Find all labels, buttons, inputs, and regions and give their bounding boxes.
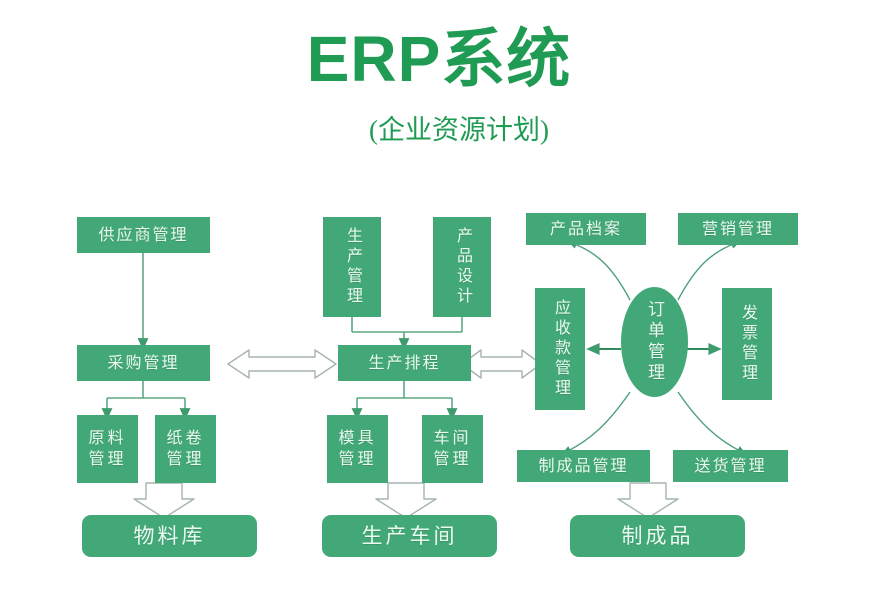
node-invoice-management[interactable]: 发票管理	[722, 288, 772, 400]
node-material-management[interactable]: 原料 管理	[77, 415, 138, 483]
node-delivery-management[interactable]: 送货管理	[673, 450, 788, 482]
node-line-1: 原料	[88, 430, 127, 447]
node-production-workshop[interactable]: 生产车间	[322, 515, 497, 557]
node-paper-roll-management[interactable]: 纸卷 管理	[155, 415, 216, 483]
page-subtitle: (企业资源计划)	[369, 115, 549, 145]
hollow-arrow-to-production-workshop	[375, 482, 437, 519]
node-line-2: 管理	[166, 451, 205, 468]
hollow-arrow-to-material-warehouse	[133, 482, 195, 519]
double-arrow-schedule-receivables	[461, 349, 542, 379]
node-workshop-management[interactable]: 车间 管理	[422, 415, 483, 483]
node-line-2: 管理	[88, 451, 127, 468]
node-material-warehouse[interactable]: 物料库	[82, 515, 257, 557]
node-production-schedule[interactable]: 生产排程	[338, 345, 471, 381]
node-line-2: 管理	[433, 451, 472, 468]
node-purchase-management[interactable]: 采购管理	[77, 345, 210, 381]
node-line-1: 纸卷	[166, 430, 205, 447]
node-finished-goods[interactable]: 制成品	[570, 515, 745, 557]
node-marketing-management[interactable]: 营销管理	[678, 213, 798, 245]
node-product-design[interactable]: 产品设计	[433, 217, 491, 317]
node-line-2: 管理	[338, 451, 377, 468]
node-mold-management[interactable]: 模具 管理	[327, 415, 388, 483]
node-order-management[interactable]: 订单管理	[621, 287, 688, 397]
hollow-arrow-to-finished-goods	[617, 482, 679, 519]
node-production-management[interactable]: 生产管理	[323, 217, 381, 317]
node-line-1: 模具	[338, 430, 377, 447]
node-supplier-management[interactable]: 供应商管理	[77, 217, 210, 253]
double-arrow-purchase-schedule	[227, 349, 337, 379]
node-receivables-management[interactable]: 应收款管理	[535, 288, 585, 410]
node-product-archive[interactable]: 产品档案	[526, 213, 646, 245]
page-title: ERP系统	[306, 23, 572, 95]
node-line-1: 车间	[433, 430, 472, 447]
node-finished-goods-management[interactable]: 制成品管理	[517, 450, 650, 482]
